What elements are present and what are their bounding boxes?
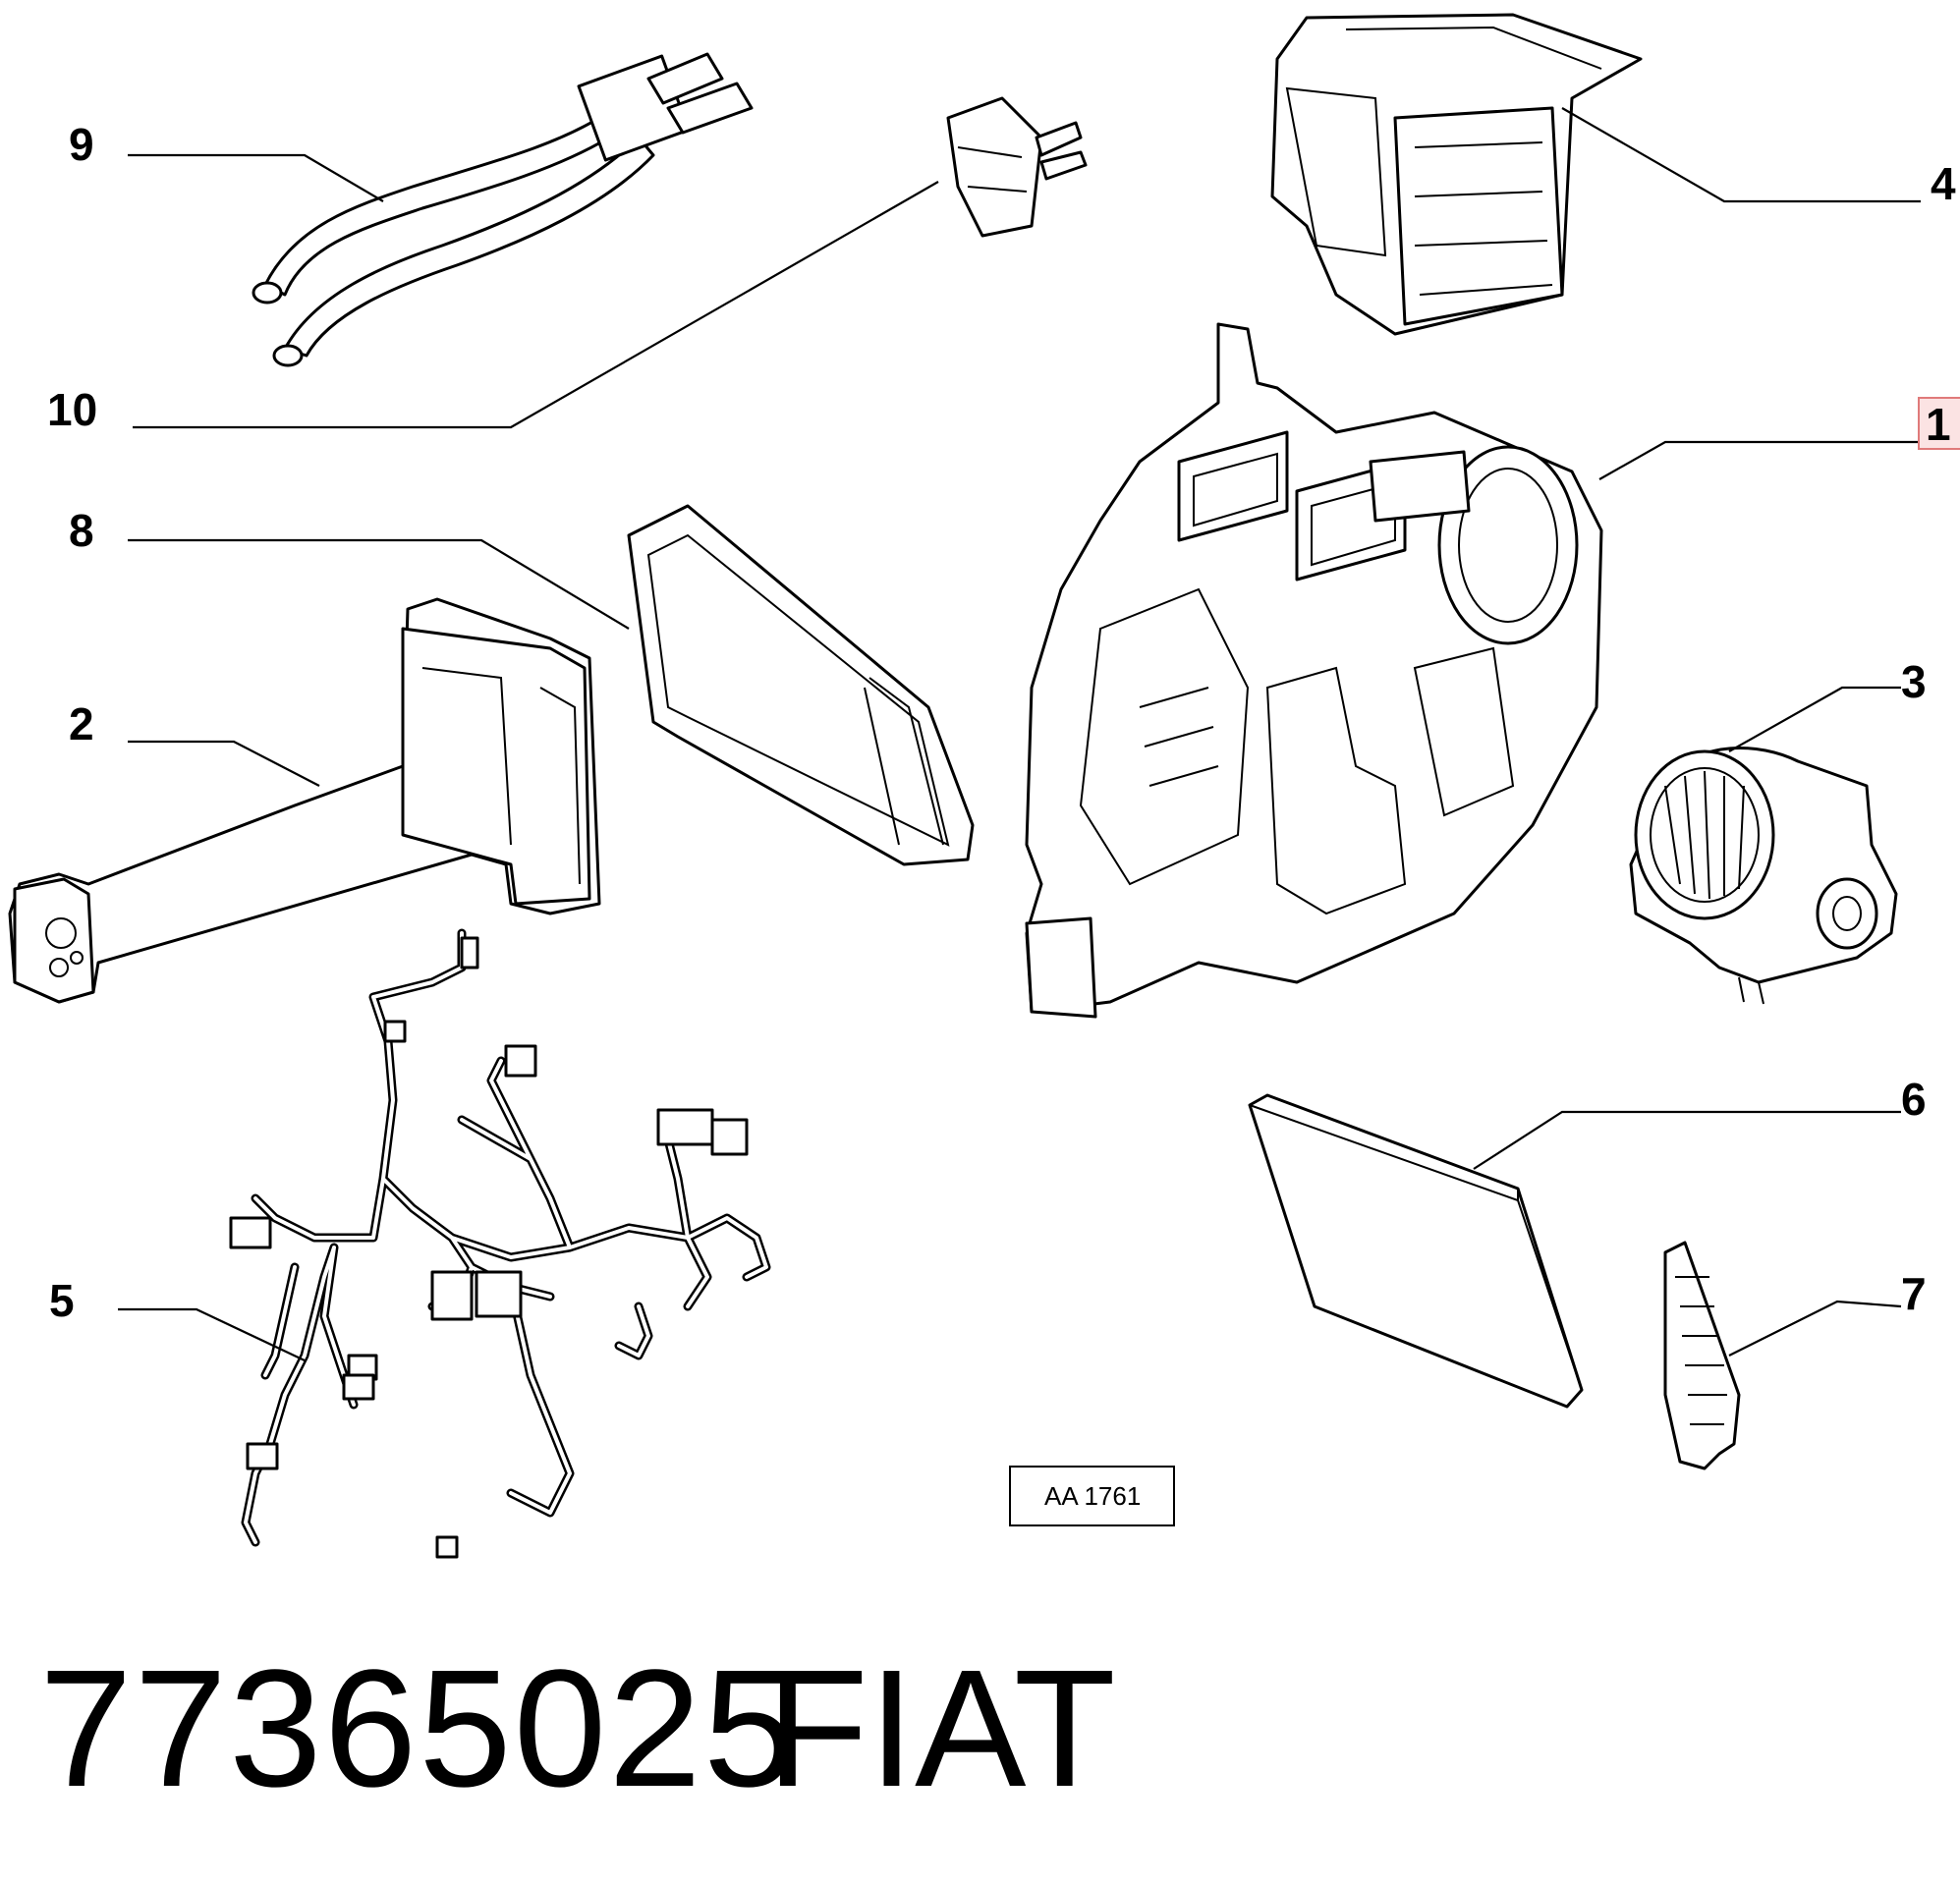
part-7-filter-cover[interactable] (1663, 1241, 1741, 1470)
callout-6[interactable]: 6 (1901, 1074, 1927, 1125)
callout-1-box (1918, 397, 1960, 450)
part-8-heater-core[interactable] (627, 504, 975, 866)
callout-1-highlight[interactable]: 1 (1918, 397, 1960, 450)
part-9-heater-hoses[interactable] (252, 52, 754, 367)
part-2-evaporator-duct[interactable] (8, 597, 601, 1004)
callout-5[interactable]: 5 (49, 1275, 75, 1326)
drawing-code: AA 1761 (1044, 1481, 1141, 1511)
callout-7[interactable]: 7 (1901, 1268, 1927, 1319)
part-number: 77365025 (39, 1635, 799, 1822)
manufacturer-name: FIAT (766, 1635, 1116, 1822)
callout-4[interactable]: 4 (1931, 158, 1956, 209)
callout-2[interactable]: 2 (69, 698, 94, 749)
callout-9[interactable]: 9 (69, 119, 94, 170)
part-1-hvac-housing[interactable] (1025, 322, 1603, 1019)
part-6-cabin-filter[interactable] (1248, 1093, 1584, 1409)
callout-10[interactable]: 10 (47, 384, 97, 435)
part-3-blower-motor[interactable] (1629, 747, 1898, 1005)
leader-lines (118, 107, 1921, 1361)
drawing-code-box: AA 1761 (1009, 1466, 1175, 1526)
part-5-wiring-harness[interactable] (229, 928, 771, 1559)
callout-1: 1 (1926, 399, 1951, 450)
part-4-upper-housing[interactable] (1270, 13, 1643, 336)
part-10-blower-resistor[interactable] (946, 96, 1088, 238)
callout-3[interactable]: 3 (1901, 656, 1927, 707)
callout-8[interactable]: 8 (69, 505, 94, 556)
